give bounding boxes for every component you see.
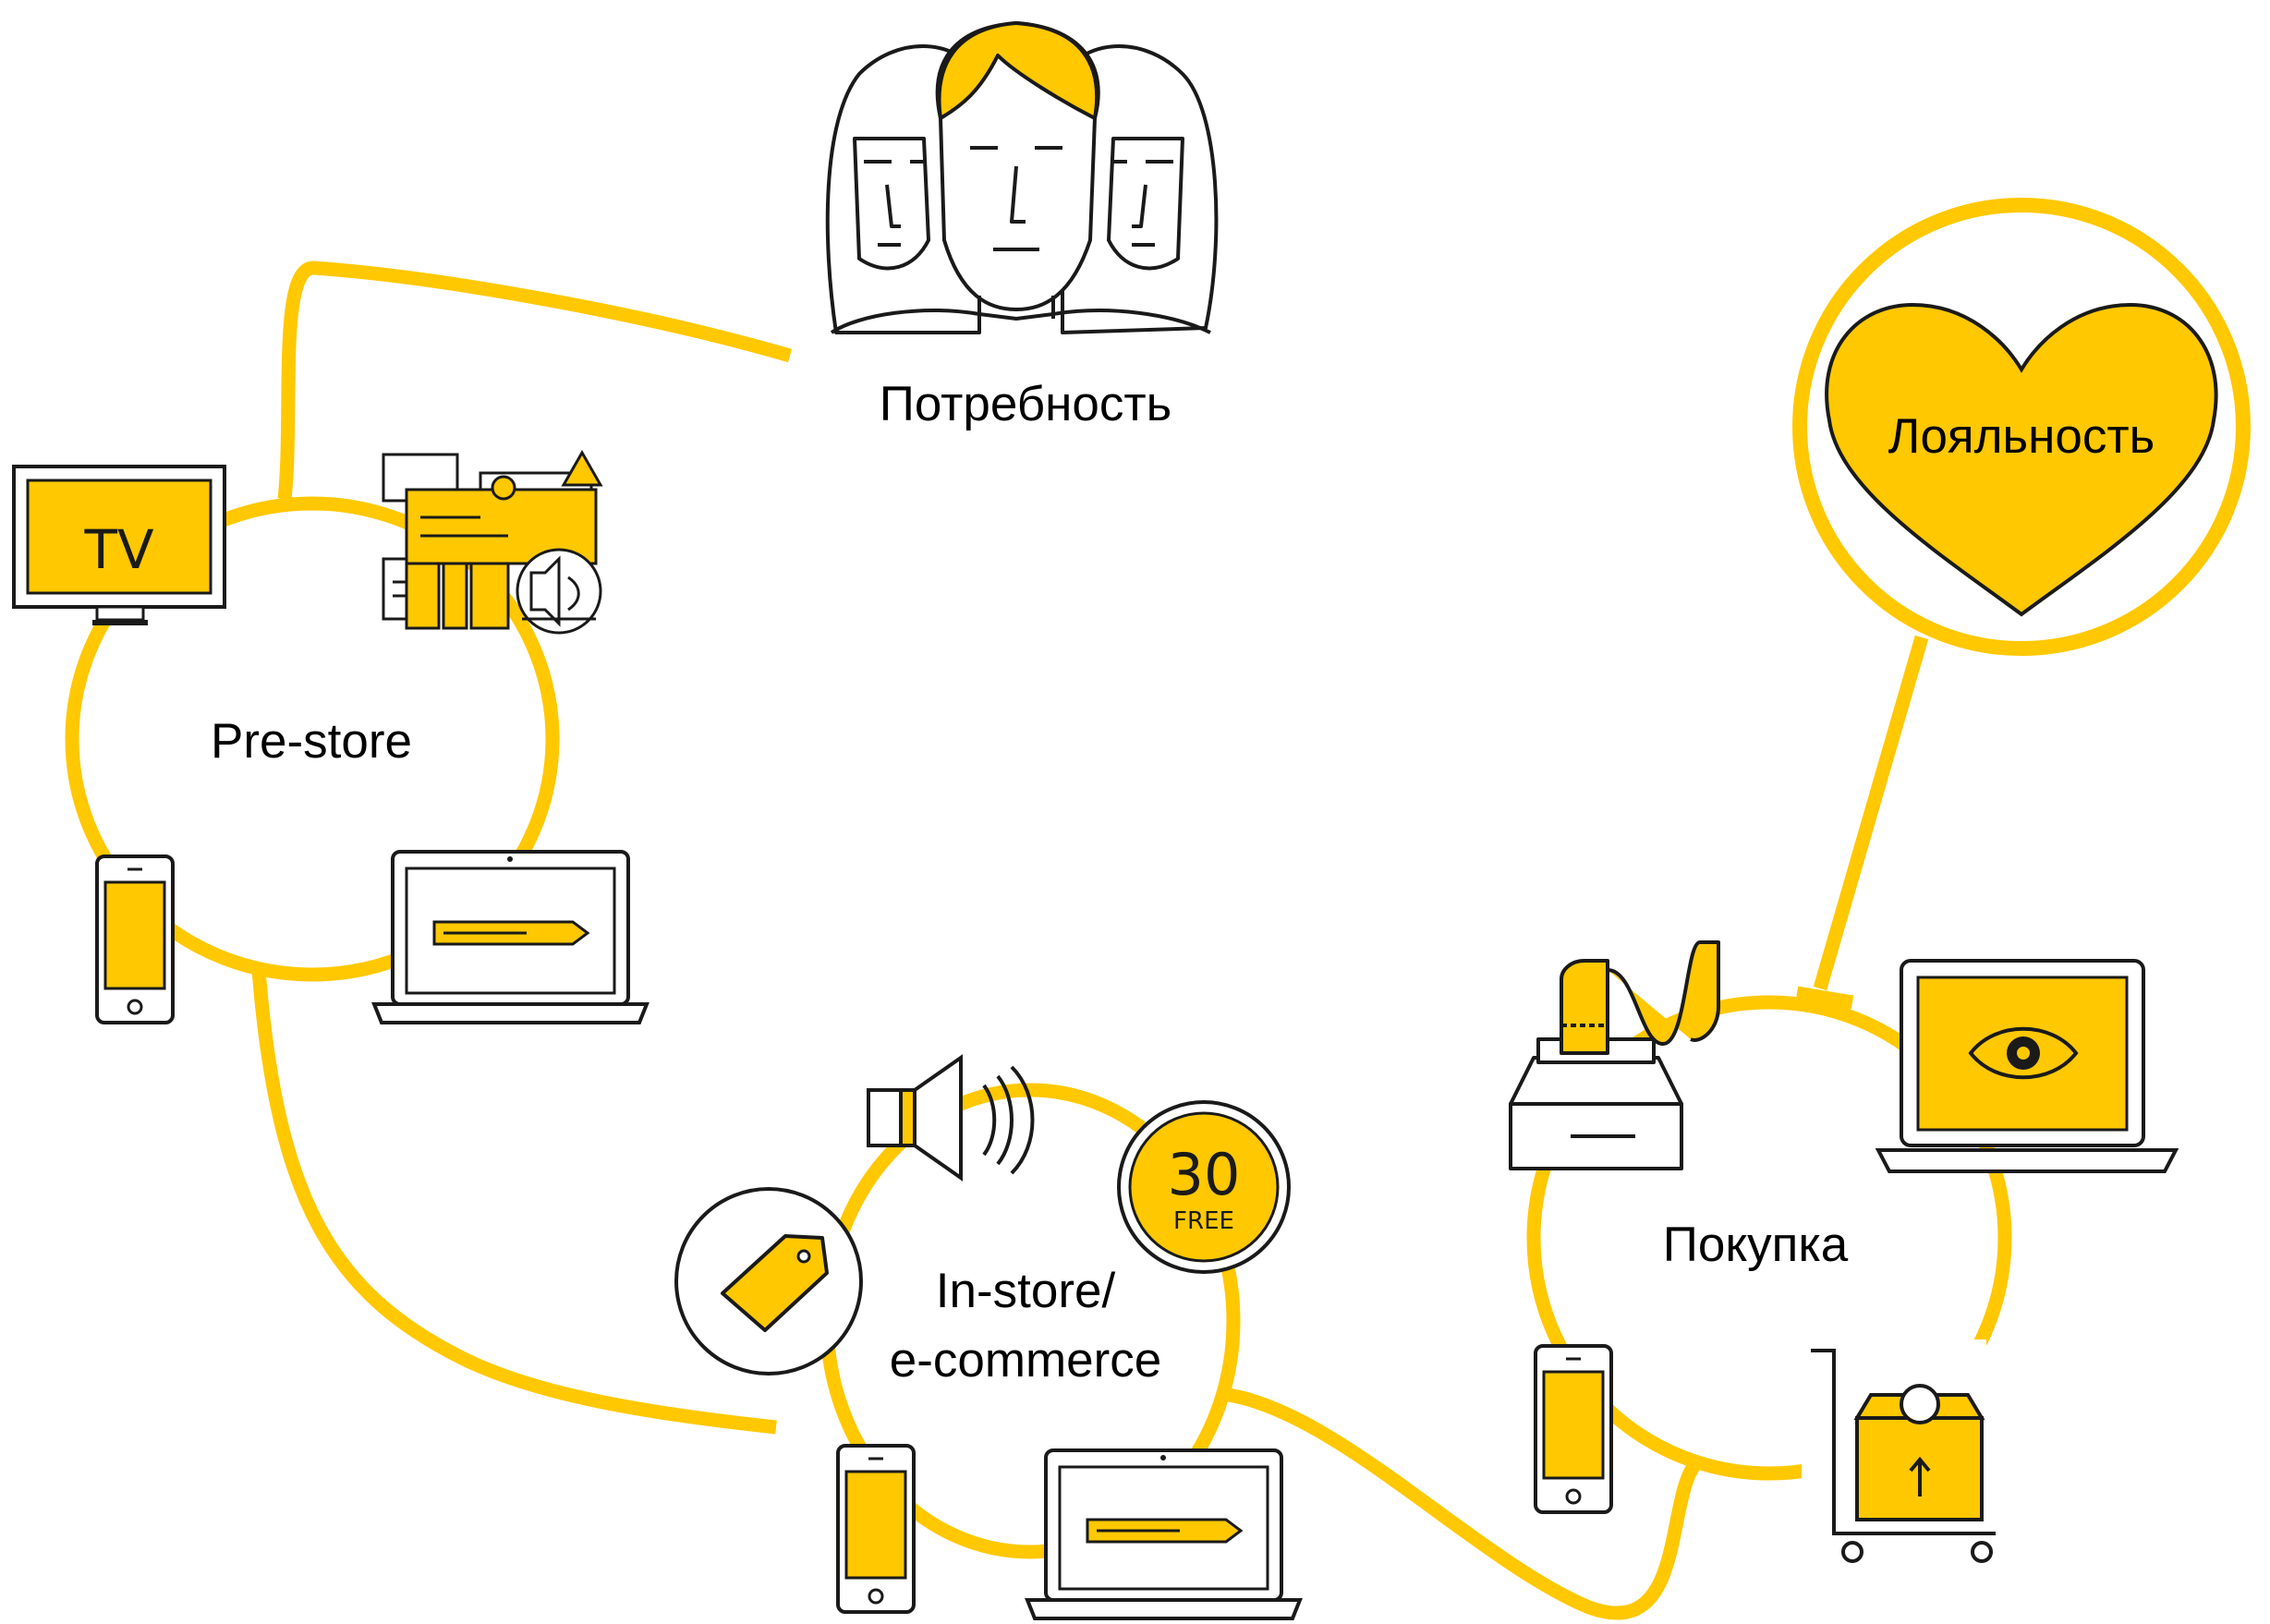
need-label: Потребность: [880, 377, 1172, 431]
smartphone-icon-purchase: [1534, 1344, 1613, 1514]
instore-label-line2: e-commerce: [890, 1333, 1162, 1388]
purchase-circle: [1526, 995, 2012, 1481]
path-instore-to-purchase: [1227, 1388, 1706, 1620]
cash-register-icon: [1509, 940, 1720, 1170]
laptop-icon: [371, 850, 649, 1024]
discount-badge-icon: 30 FREE: [1117, 1100, 1291, 1274]
smartphone-icon: [95, 854, 175, 1024]
prestore-label: Pre-store: [211, 714, 412, 769]
loyalty-circle: [1792, 198, 2251, 656]
newspaper-icon: [382, 449, 603, 635]
heart-icon: [1825, 302, 2218, 617]
discount-badge-number: 30: [1168, 1141, 1241, 1208]
shopping-cart-icon: [1802, 1339, 1996, 1563]
purchase-label: Покупка: [1663, 1218, 1849, 1272]
loyalty-label: Лояльность: [1888, 409, 2155, 464]
journey-paths: [251, 261, 1929, 1620]
people-icon: [825, 21, 1219, 334]
prestore-circle: [65, 496, 560, 982]
instore-label-line1: In-store/: [936, 1264, 1116, 1318]
path-loyalty-tick: [1795, 986, 1854, 1010]
price-tag-icon: [674, 1187, 863, 1376]
smartphone-icon-instore: [836, 1444, 916, 1614]
discount-badge-word: FREE: [1173, 1207, 1234, 1235]
path-need-to-prestore: [277, 261, 793, 500]
path-prestore-to-instore: [251, 969, 777, 1435]
laptop-eye-icon: [1875, 959, 2179, 1173]
tv-icon-text: TV: [83, 518, 153, 581]
path-purchase-to-loyalty: [1813, 635, 1929, 991]
laptop-icon-instore: [1025, 1448, 1303, 1620]
tv-icon: TV: [12, 465, 226, 625]
speaker-icon: [867, 1054, 1035, 1182]
